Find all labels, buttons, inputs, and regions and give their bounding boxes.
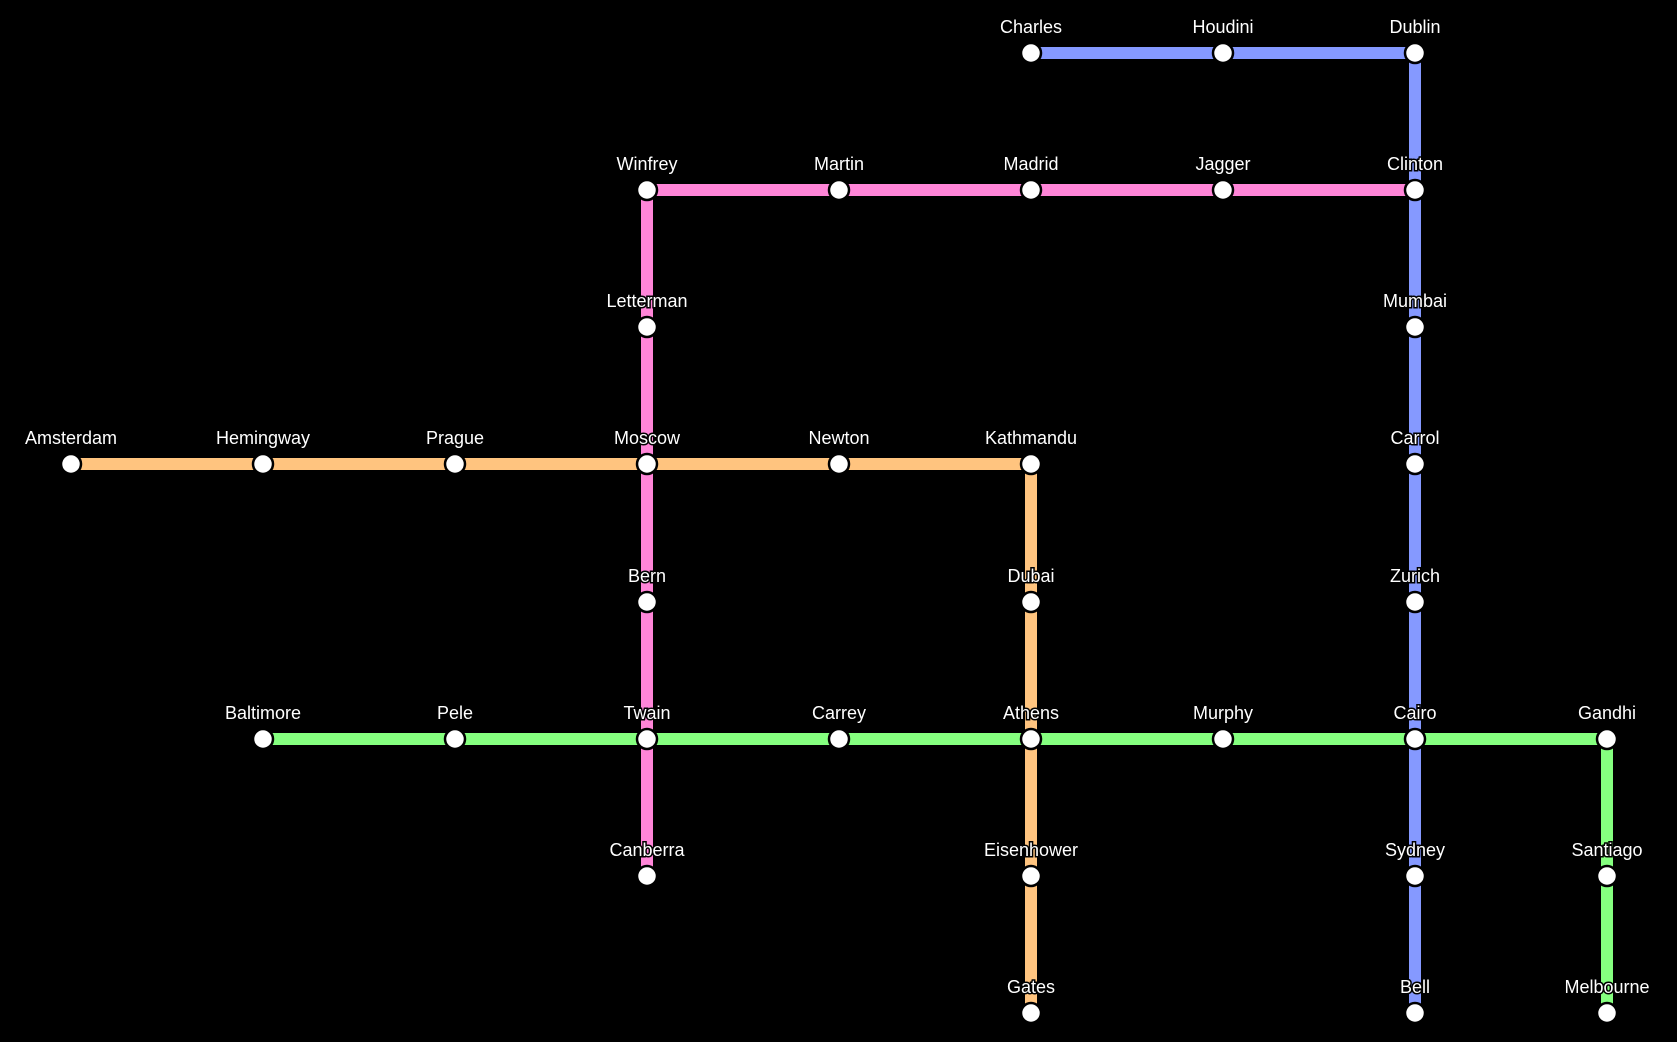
- station-label-moscow: Moscow: [614, 428, 681, 448]
- station-label-eisenhower: Eisenhower: [984, 840, 1078, 860]
- station-label-martin: Martin: [814, 154, 864, 174]
- station-label-carrey: Carrey: [812, 703, 866, 723]
- station-pele[interactable]: [443, 727, 467, 751]
- station-label-dublin: Dublin: [1389, 17, 1440, 37]
- station-martin[interactable]: [827, 178, 851, 202]
- station-winfrey[interactable]: [635, 178, 659, 202]
- station-moscow[interactable]: [635, 452, 659, 476]
- station-eisenhower[interactable]: [1019, 864, 1043, 888]
- station-zurich[interactable]: [1403, 590, 1427, 614]
- station-label-murphy: Murphy: [1193, 703, 1253, 723]
- station-label-houdini: Houdini: [1192, 17, 1253, 37]
- lines-layer: [65, 47, 1613, 1019]
- station-label-melbourne: Melbourne: [1564, 977, 1649, 997]
- station-label-madrid: Madrid: [1003, 154, 1058, 174]
- station-kathmandu[interactable]: [1019, 452, 1043, 476]
- station-label-winfrey: Winfrey: [616, 154, 677, 174]
- station-label-athens: Athens: [1003, 703, 1059, 723]
- station-label-newton: Newton: [808, 428, 869, 448]
- station-label-sydney: Sydney: [1385, 840, 1445, 860]
- station-jagger[interactable]: [1211, 178, 1235, 202]
- station-label-canberra: Canberra: [609, 840, 685, 860]
- station-label-santiago: Santiago: [1571, 840, 1642, 860]
- station-label-cairo: Cairo: [1393, 703, 1436, 723]
- line-blue: [1025, 47, 1421, 1019]
- station-madrid[interactable]: [1019, 178, 1043, 202]
- station-label-charles: Charles: [1000, 17, 1062, 37]
- station-houdini[interactable]: [1211, 41, 1235, 65]
- station-sydney[interactable]: [1403, 864, 1427, 888]
- station-label-amsterdam: Amsterdam: [25, 428, 117, 448]
- station-melbourne[interactable]: [1595, 1001, 1619, 1025]
- station-canberra[interactable]: [635, 864, 659, 888]
- station-label-mumbai: Mumbai: [1383, 291, 1447, 311]
- station-label-dubai: Dubai: [1007, 566, 1054, 586]
- station-carrey[interactable]: [827, 727, 851, 751]
- station-label-jagger: Jagger: [1195, 154, 1250, 174]
- station-dubai[interactable]: [1019, 590, 1043, 614]
- station-carrol[interactable]: [1403, 452, 1427, 476]
- station-cairo[interactable]: [1403, 727, 1427, 751]
- station-label-baltimore: Baltimore: [225, 703, 301, 723]
- station-label-clinton: Clinton: [1387, 154, 1443, 174]
- station-charles[interactable]: [1019, 41, 1043, 65]
- station-newton[interactable]: [827, 452, 851, 476]
- station-label-gates: Gates: [1007, 977, 1055, 997]
- station-murphy[interactable]: [1211, 727, 1235, 751]
- station-clinton[interactable]: [1403, 178, 1427, 202]
- station-baltimore[interactable]: [251, 727, 275, 751]
- line-orange: [65, 458, 1037, 1019]
- station-prague[interactable]: [443, 452, 467, 476]
- station-label-kathmandu: Kathmandu: [985, 428, 1077, 448]
- station-label-carrol: Carrol: [1390, 428, 1439, 448]
- station-label-twain: Twain: [623, 703, 670, 723]
- station-gates[interactable]: [1019, 1001, 1043, 1025]
- station-label-gandhi: Gandhi: [1578, 703, 1636, 723]
- station-amsterdam[interactable]: [59, 452, 83, 476]
- station-label-hemingway: Hemingway: [216, 428, 310, 448]
- station-label-bern: Bern: [628, 566, 666, 586]
- station-athens[interactable]: [1019, 727, 1043, 751]
- station-bell[interactable]: [1403, 1001, 1427, 1025]
- station-dublin[interactable]: [1403, 41, 1427, 65]
- station-letterman[interactable]: [635, 315, 659, 339]
- station-twain[interactable]: [635, 727, 659, 751]
- station-label-prague: Prague: [426, 428, 484, 448]
- station-bern[interactable]: [635, 590, 659, 614]
- station-label-bell: Bell: [1400, 977, 1430, 997]
- station-label-letterman: Letterman: [606, 291, 687, 311]
- stations-layer: [59, 41, 1619, 1025]
- line-pink: [641, 184, 1421, 882]
- station-label-zurich: Zurich: [1390, 566, 1440, 586]
- station-mumbai[interactable]: [1403, 315, 1427, 339]
- station-gandhi[interactable]: [1595, 727, 1619, 751]
- line-green: [257, 733, 1613, 1019]
- station-label-pele: Pele: [437, 703, 473, 723]
- station-santiago[interactable]: [1595, 864, 1619, 888]
- station-hemingway[interactable]: [251, 452, 275, 476]
